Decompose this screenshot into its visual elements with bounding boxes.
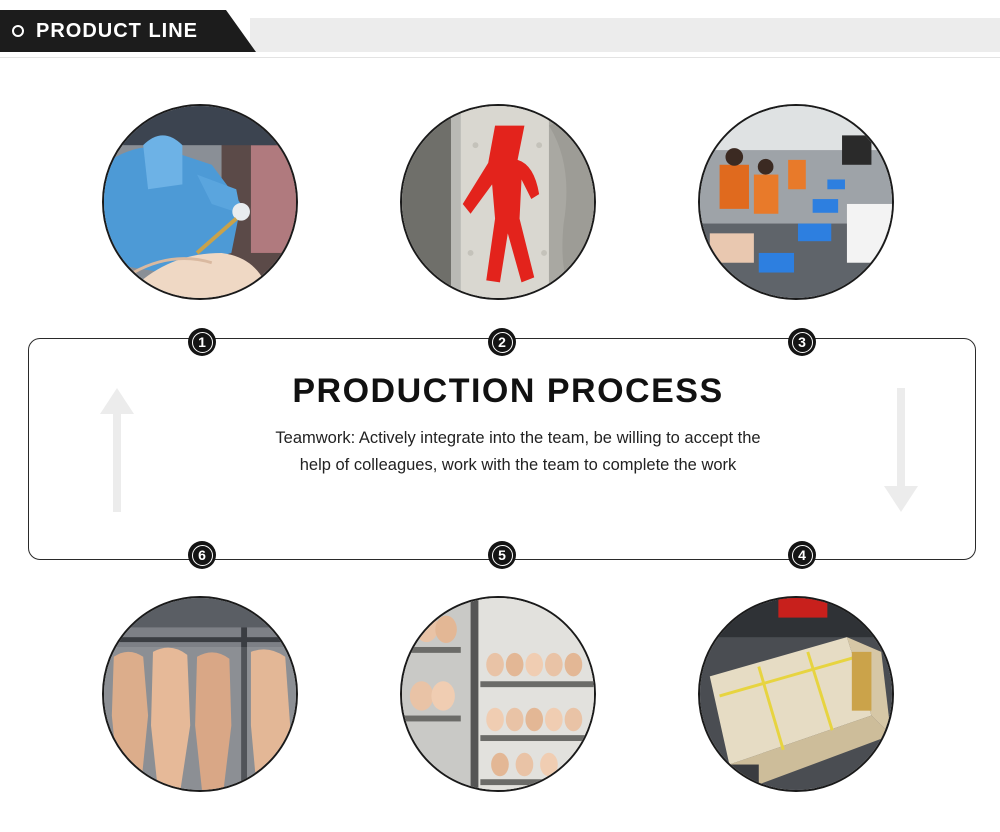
header-bar	[250, 18, 1000, 52]
arrow-down-icon	[884, 388, 918, 512]
process-box	[28, 338, 976, 560]
photo-step-3	[698, 104, 894, 300]
step-badge-5: 5	[488, 541, 516, 569]
step-badge-3: 3	[788, 328, 816, 356]
photo-step-1	[102, 104, 298, 300]
arrow-up-icon	[100, 388, 134, 512]
photo-step-6	[102, 596, 298, 792]
process-title: PRODUCTION PROCESS	[292, 372, 724, 410]
ring-bullet-icon	[12, 25, 24, 37]
step-badge-2: 2	[488, 328, 516, 356]
section-title: PRODUCT LINE	[36, 19, 198, 42]
photo-step-4	[698, 596, 894, 792]
step-badge-4: 4	[788, 541, 816, 569]
step-badge-1: 1	[188, 328, 216, 356]
header-tab: PRODUCT LINE	[0, 10, 256, 52]
section-header: PRODUCT LINE	[0, 0, 1000, 60]
step-badge-6: 6	[188, 541, 216, 569]
photo-step-5	[400, 596, 596, 792]
header-divider	[0, 57, 1000, 58]
photo-step-2	[400, 104, 596, 300]
process-description: Teamwork: Actively integrate into the te…	[275, 429, 761, 474]
